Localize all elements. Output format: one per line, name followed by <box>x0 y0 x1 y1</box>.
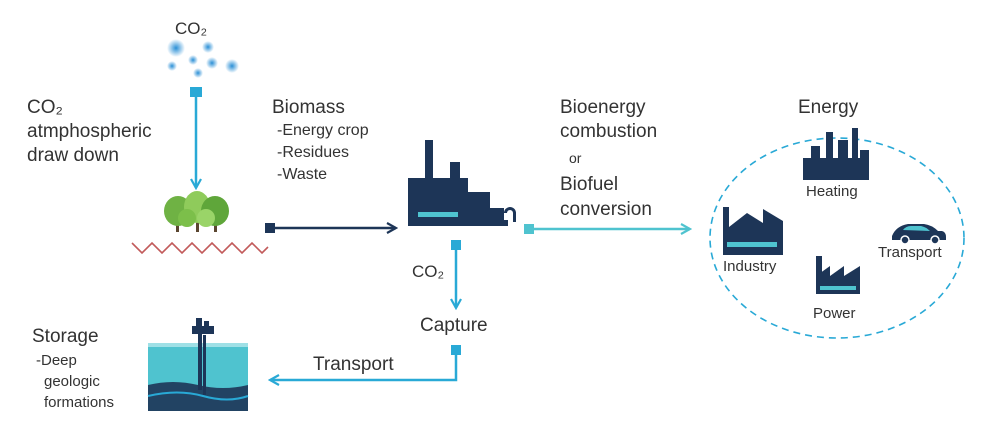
co2-top-label: CO₂ <box>175 19 208 38</box>
conversion-label-or: or <box>569 150 582 166</box>
power-icon <box>816 256 860 294</box>
storage-item-formations: formations <box>44 394 115 411</box>
biomass-title: Biomass <box>272 97 345 118</box>
conversion-arrow <box>524 224 690 234</box>
industry-icon <box>723 207 783 255</box>
conversion-label-5: conversion <box>560 199 652 220</box>
biomass-arrow <box>265 223 396 233</box>
biomass-item-energy-crop: -Energy crop <box>277 122 369 139</box>
heating-icon <box>803 128 869 180</box>
biomass-item-residues: -Residues <box>277 144 350 161</box>
conversion-label-1: Bioenergy <box>560 97 646 118</box>
draw-down-label-1: CO₂ <box>27 97 63 118</box>
transport-arrow <box>270 345 461 380</box>
car-icon <box>892 224 946 245</box>
transport-label: Transport <box>313 354 394 375</box>
draw-down-label-2: atmphospheric <box>27 121 152 142</box>
power-label: Power <box>813 305 856 322</box>
storage-item-deep: -Deep <box>36 352 77 369</box>
capture-arrow <box>451 240 461 308</box>
ground-line <box>131 241 269 255</box>
transport-energy-label: Transport <box>878 244 942 261</box>
co2-mid-label: CO₂ <box>412 262 445 281</box>
storage-title: Storage <box>32 326 99 347</box>
factory-icon <box>408 140 516 226</box>
conversion-label-4: Biofuel <box>560 174 619 195</box>
industry-label: Industry <box>723 258 777 275</box>
storage-item-geologic: geologic <box>44 373 100 390</box>
biomass-item-waste: -Waste <box>277 166 328 183</box>
heating-label: Heating <box>806 183 858 200</box>
draw-down-arrow <box>190 87 202 188</box>
co2-cloud-icon <box>167 39 239 78</box>
trees-icon <box>164 191 229 232</box>
storage-well-icon <box>147 318 249 411</box>
energy-title: Energy <box>798 97 859 118</box>
capture-label: Capture <box>420 315 488 336</box>
energy-circle <box>709 137 965 339</box>
conversion-label-2: combustion <box>560 121 658 142</box>
draw-down-label-3: draw down <box>27 145 119 166</box>
